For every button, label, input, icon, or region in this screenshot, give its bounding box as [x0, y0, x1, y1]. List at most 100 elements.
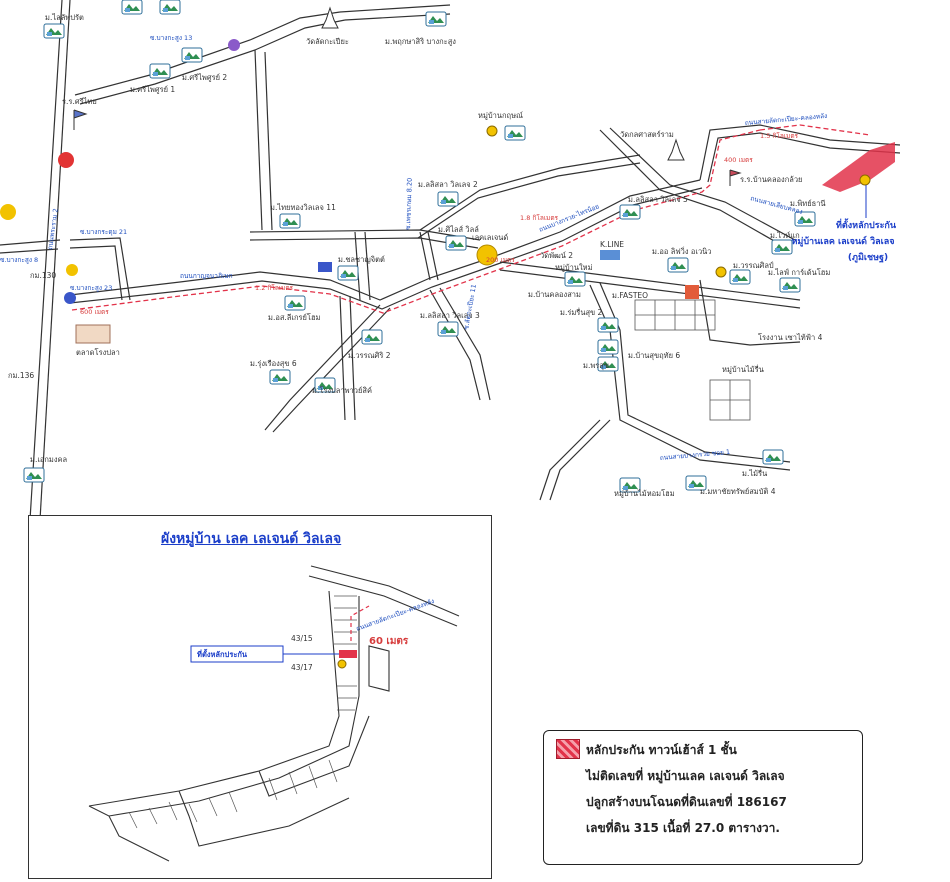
distance-labels: 1.5 กิโลเมตร 1.2 กิโลเมตร 1.8 กิโลเมตร 6… [80, 132, 799, 316]
road-soi13: ซ.บางกะสูง 13 [150, 34, 192, 42]
label-wannasin: ม.วรรณศิลป์ [733, 261, 774, 270]
target-line1: ที่ตั้งหลักประกัน [836, 218, 897, 231]
village-icons [23, 0, 816, 493]
label-nongkhai11: ม.ไทยทองวิลเลจ 11 [270, 203, 336, 212]
legend-swatch [556, 739, 580, 759]
label-rattanaporn: ม.รุ่งเรืองสุข 6 [250, 359, 297, 368]
road-km130: กม.130 [30, 271, 56, 280]
distance-3: 1.8 กิโลเมตร [520, 214, 559, 222]
marker-icon [486, 125, 498, 137]
label-chanchai: ม.ชลชาญจิตต์ [338, 255, 385, 264]
inset-marker-icon [337, 659, 347, 669]
label-pitipong: ม.พิทย์ธานี [790, 199, 826, 208]
road-soi8: ซ.บางกะสูง 8 [0, 256, 38, 264]
label-baan-khlong: ม.บ้านคลองสาม [528, 290, 581, 299]
inset-target-lot [339, 650, 357, 658]
label-nai-thae: ม.ไวท์แก [770, 231, 800, 240]
place-labels: ม.ไลลัพปรัต ม.ศรีไพศูรย์ 2 ม.ศรีไพศูรย์ … [30, 13, 830, 498]
market-icon [75, 324, 111, 344]
label-rr-baan-khong: ร.ร.บ้านคลองกล้วย [740, 175, 802, 184]
label-orchid: ม.ออ ลิฟวิ่ง อเวนิว [652, 246, 712, 256]
road-kanchanaphisek: ถนนกาญจนาภิเษก [180, 272, 233, 280]
label-lalanakhon5: ม.ลลิสลา วิลเลจ 5 [628, 195, 688, 204]
label-rongphla: ม.โรงปลาพาวย์สิค์ [312, 386, 372, 395]
inset-callout: ที่ตั้งหลักประกัน [197, 648, 248, 659]
pt-station-icon [66, 264, 78, 276]
legend-line1: หลักประกัน ทาวน์เฮ้าส์ 1 ชั้น [586, 743, 737, 757]
road-main-left: ถนนพระราม 2 [46, 208, 60, 250]
label-phonsuk: ม.พรสุข [583, 361, 609, 370]
label-gardenhome: ม.ไลฟ์ การ์เด้นโฮม [768, 268, 830, 277]
label-rongngan: โรงงาน เซาไท้ฟ้า 4 [758, 333, 823, 342]
distance-4: 600 เมตร [80, 308, 109, 316]
kline-icon [600, 250, 620, 260]
label-mu-baan-krisuk: หมู่บ้านกฤษณ์ [478, 111, 523, 120]
legend-line2: ไม่ติดเลขที่ หมู่บ้านเลค เลเจนด์ วิลเลจ [586, 769, 785, 783]
road-network [0, 0, 901, 520]
inset-title: ผังหมู่บ้าน เลค เลเจนด์ วิลเลจ [161, 531, 342, 547]
road-right-top: ถนนสายลัดกะเปียะ-คลองหลัง [744, 112, 827, 127]
location-map: ม.ไลลัพปรัต ม.ศรีไพศูรย์ 2 ม.ศรีไพศูรย์ … [0, 0, 901, 520]
inset-roads [88, 565, 460, 862]
label-fasteo: ม.FASTEO [612, 291, 648, 300]
label-rr-srithai: ร.ร.ศรีไทย [62, 97, 97, 106]
label-lalanakhon2: ม.ลลิสลา วิลเลจ 2 [418, 180, 478, 189]
road-km136: กม.136 [8, 371, 34, 380]
distance-5: 400 เมตร [724, 156, 753, 164]
village-plan-inset: ผังหมู่บ้าน เลค เลเจนด์ วิลเลจ ถนนสายลัด… [28, 515, 492, 879]
flag-icon [729, 169, 742, 186]
gas-station-icon [58, 152, 74, 168]
road-soi-middle: ซ.ลัดกะเปียะ 11 [462, 284, 478, 331]
route-line [71, 124, 871, 314]
label-baan-sukruthai: ม.บ้านสุขฤทัย 6 [628, 351, 680, 360]
ptt-icon [64, 292, 76, 304]
inset-plot-a: 43/15 [291, 634, 313, 643]
building-icon [318, 262, 332, 272]
distance-2: 1.2 กิโลเมตร [255, 284, 294, 292]
target-line3: (ภูมิเชษฐ) [848, 252, 888, 263]
temple-icon [667, 138, 685, 161]
road-right: ถนนสายเลียบคลอง [749, 194, 803, 216]
label-mahachai: ม.มหาชัยทรัพย์สมบัติ 4 [700, 487, 776, 496]
label-ekmong: ม.เอกมงคล [30, 455, 67, 464]
roundabout [476, 244, 498, 266]
label-wat-sign: วัดพัฒน์ 2 [540, 251, 573, 260]
inset-road-label: ถนนสายลัดกะเปียะ-คลองหลัง [355, 597, 435, 633]
flag-icon [73, 109, 88, 130]
label-mairuen: ม.ไม้รื่น [742, 468, 767, 478]
target-marker [822, 142, 895, 192]
distance-1: 1.5 กิโลเมตร [760, 132, 799, 140]
distance-6: 200 เมตร [486, 256, 515, 264]
road-soi23: ซ.บางกะสูง 23 [70, 284, 112, 292]
label-ruenrom: ม.ร่มรื่นสุข 2 [560, 307, 603, 317]
label-wat-kronthrap: วัดกลศาสตร์ราม [620, 130, 674, 139]
inset-route [350, 605, 370, 641]
label-sripaisarn1: ม.ศรีไพศูรย์ 1 [130, 85, 175, 94]
subdivision-lots [634, 299, 751, 421]
inset-plan-drawing: ถนนสายลัดกะเปียะ-คลองหลัง 60 เมตร 43/15 … [88, 565, 460, 862]
label-talad-rongpla: ตลาดโรงปลา [76, 348, 120, 357]
target-line2: หมู่บ้านเลค เลเจนด์ วิลเลจ [791, 235, 894, 247]
inset-distance: 60 เมตร [369, 636, 409, 647]
shell-icon [0, 204, 16, 220]
label-sripaisarn2: ม.ศรีไพศูรย์ 2 [182, 73, 227, 82]
inset-plot-b: 43/17 [291, 663, 313, 672]
label-lake-legend: เลคเลเจนด์ [472, 233, 508, 242]
temple-icon [321, 6, 339, 29]
target-callout: ที่ตั้งหลักประกัน หมู่บ้านเลค เลเจนด์ วิ… [791, 185, 897, 263]
label-chanchai-home: ม.อส.ลีเกรย์โฮม [268, 313, 321, 322]
marker-icon [715, 266, 727, 278]
label-mu-baan-mairuen: หมู่บ้านไม้รื่น [722, 364, 764, 374]
label-lalanakhon3: ม.ลลิสลา วิลเลจ 3 [420, 311, 480, 320]
label-wanasiri: ม.วรรณศิริ 2 [348, 351, 391, 360]
legend-line3: ปลูกสร้างบนโฉนดที่ดินเลขที่ 186167 [586, 795, 787, 809]
factory-icon [685, 285, 699, 299]
label-wat-tharuea: วัดลัดกะเปียะ [306, 37, 349, 46]
legend-box: หลักประกัน ทาวน์เฮ้าส์ 1 ชั้น ไม่ติดเลขท… [543, 730, 863, 865]
label-kline: K.LINE [600, 240, 624, 249]
label-mairuen-home: หมู่บ้านไม้หอมโฮม [614, 489, 675, 498]
lotus-icon [228, 39, 240, 51]
label-cross-village: หมู่บ้านใหม่ [555, 263, 593, 272]
label-srithai-villa: ม.ศิไลส์ วิลล์ [438, 225, 479, 234]
inset-lots [128, 595, 357, 829]
